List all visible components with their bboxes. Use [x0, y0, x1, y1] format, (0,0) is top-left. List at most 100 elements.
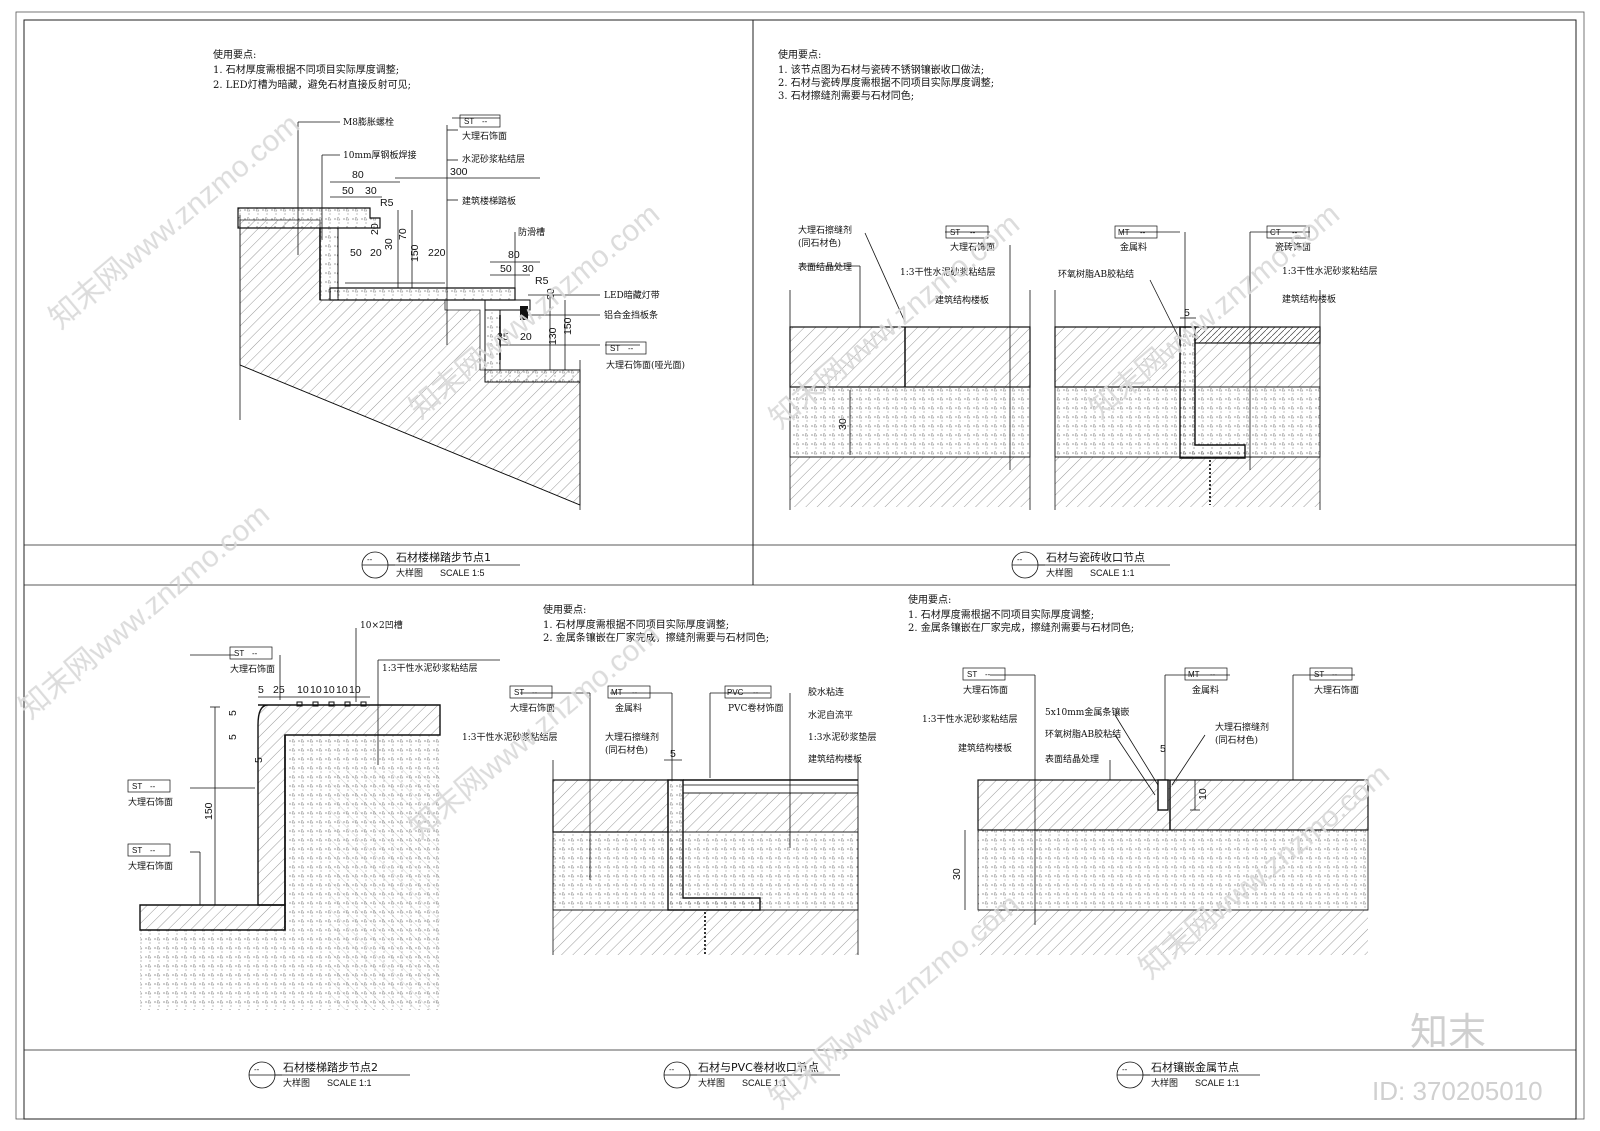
p5-label-joint2: (同石材色): [1215, 734, 1258, 746]
p3-tag-st: ST: [234, 649, 244, 658]
p1-notes-title: 使用要点:: [213, 48, 256, 61]
p5-title: 石材镶嵌金属节点: [1151, 1060, 1239, 1074]
p3-title: 石材楼梯踏步节点2: [283, 1060, 378, 1074]
watermark-5: 知末网www.znzmo.com: [13, 498, 276, 726]
p1-note-1: 1. 石材厚度需根据不同项目实际厚度调整;: [213, 63, 399, 76]
p5-note-2: 2. 金属条镶嵌在厂家完成，擦缝剂需要与石材同色;: [908, 621, 1134, 634]
p1-dim-220: 220: [428, 247, 446, 259]
p2-label-mortar2: 1:3干性水泥砂浆粘结层: [1282, 265, 1378, 277]
p1-dim-150b: 150: [562, 317, 574, 335]
p4-tag-mt: MT: [611, 688, 623, 697]
p1-label-led: LED暗藏灯带: [604, 289, 660, 301]
panel-stair-step-2: ST -- ST -- ST -- 10×2凹槽 大理石饰面 1:3干性水泥砂浆…: [127, 619, 500, 1089]
p4-label-level: 水泥自流平: [808, 709, 853, 721]
p2-title: 石材与瓷砖收口节点: [1046, 550, 1145, 564]
p3-label-stone3: 大理石饰面: [128, 860, 173, 872]
p3-dim-10e: 10: [349, 684, 361, 696]
p4-note-1: 1. 石材厚度需根据不同项目实际厚度调整;: [543, 618, 729, 631]
p1-dim-20d: 20: [520, 331, 532, 343]
p4-dim-5: 5: [670, 748, 676, 760]
p5-label-surface: 表面结晶处理: [1045, 753, 1099, 765]
p4-label-joint2: (同石材色): [605, 744, 648, 756]
p2-label-epoxy: 环氧树脂AB胶粘结: [1058, 268, 1134, 280]
p5-label-joint: 大理石擦缝剂: [1215, 721, 1269, 733]
p2-label-stone: 大理石饰面: [950, 241, 995, 253]
p5-num: --: [1122, 1065, 1128, 1074]
p2-note-1: 1. 该节点图为石材与瓷砖不锈钢镶嵌收口做法;: [778, 63, 984, 76]
p3-dim-5b: 5: [227, 710, 239, 716]
p2-note-3: 3. 石材擦缝剂需要与石材同色;: [778, 89, 914, 102]
p3-dim-5c: 5: [227, 734, 239, 740]
p4-label-joint: 大理石擦缝剂: [605, 731, 659, 743]
p1-label-alu: 铝合金挡板条: [604, 309, 658, 321]
p3-label-mortar: 1:3干性水泥砂浆粘结层: [382, 662, 478, 674]
p5-label-mortar: 1:3干性水泥砂浆粘结层: [922, 713, 1018, 725]
p2-label-tile: 瓷砖饰面: [1275, 241, 1311, 253]
inner-border: [23, 19, 1577, 1120]
panel-stone-metal-inlay: 使用要点: 1. 石材厚度需根据不同项目实际厚度调整; 2. 金属条镶嵌在厂家完…: [908, 593, 1369, 1089]
p1-dim-30b: 30: [383, 238, 395, 250]
p2-label-metal: 金属料: [1120, 241, 1147, 253]
p1-dim-70: 70: [397, 228, 409, 240]
p1-scale: SCALE 1:5: [440, 568, 485, 578]
p5-notes-title: 使用要点:: [908, 593, 951, 606]
p1-dim-r5b: R5: [535, 275, 549, 287]
p3-subtitle: 大样图: [283, 1077, 310, 1088]
p2-tag-ct-dash: --: [1292, 228, 1298, 237]
p1-dim-50b: 50: [350, 247, 362, 259]
p5-tag-mt: MT: [1188, 670, 1200, 679]
p1-dim-30: 30: [365, 185, 377, 197]
p3-dim-10b: 10: [310, 684, 322, 696]
p5-label-metal: 金属料: [1192, 684, 1219, 696]
p1-dim-150: 150: [409, 244, 421, 262]
p4-label-slab: 建筑结构楼板: [808, 753, 862, 765]
p2-label-slab: 建筑结构楼板: [935, 294, 989, 306]
p1-label-stone: 大理石饰面: [462, 130, 507, 142]
p1-num: --: [367, 555, 373, 564]
p3-dim-10c: 10: [323, 684, 335, 696]
p5-label-stone: 大理石饰面: [963, 684, 1008, 696]
p1-tag-st: ST: [464, 117, 474, 126]
p5-label-stone2: 大理石饰面: [1314, 684, 1359, 696]
p2-tag-st: ST: [950, 228, 960, 237]
p1-dim-20c: 20: [545, 288, 557, 300]
p5-dim-10: 10: [1197, 788, 1209, 800]
p1-dim-35: 35: [497, 331, 509, 343]
p1-note-2: 2. LED灯槽为暗藏，避免石材直接反射可见;: [213, 78, 411, 91]
p1-dim-30c: 30: [522, 263, 534, 275]
p4-num: --: [669, 1065, 675, 1074]
p1-dim-50c: 50: [500, 263, 512, 275]
p1-label-mortar: 水泥砂浆粘结层: [462, 153, 525, 165]
p3-dim-25: 25: [273, 684, 285, 696]
p5-label-strip: 5x10mm金属条镶嵌: [1045, 706, 1129, 718]
p3-label-stone: 大理石饰面: [230, 663, 275, 675]
p4-tag-st-dash: --: [532, 688, 538, 697]
p1-subtitle: 大样图: [396, 567, 423, 578]
p4-tag-st: ST: [514, 688, 524, 697]
panel-stone-tile-edge: 使用要点: 1. 该节点图为石材与瓷砖不锈钢镶嵌收口做法; 2. 石材与瓷砖厚度…: [778, 48, 1378, 579]
p1-label-tread: 建筑楼梯踏板: [462, 195, 516, 207]
p2-label-joint2: (同石材色): [798, 237, 841, 249]
p4-subtitle: 大样图: [698, 1077, 725, 1088]
p3-label-stone2: 大理石饰面: [128, 796, 173, 808]
p4-notes-title: 使用要点:: [543, 603, 586, 616]
p1-dim-50: 50: [342, 185, 354, 197]
p1-dim-r5: R5: [380, 197, 394, 209]
p3-dim-10a: 10: [297, 684, 309, 696]
p4-label-stone: 大理石饰面: [510, 702, 555, 714]
p1-dim-20: 20: [369, 223, 381, 235]
p5-dim-5: 5: [1160, 743, 1166, 755]
p5-tag-st2: ST: [1314, 670, 1324, 679]
p2-tag-ct: CT: [1270, 228, 1281, 237]
p1-label-plate: 10mm厚钢板焊接: [343, 149, 417, 161]
p1-dim-130: 130: [547, 327, 559, 345]
p2-tag-st-dash: --: [970, 228, 976, 237]
p2-subtitle: 大样图: [1046, 567, 1073, 578]
p5-tag-st: ST: [967, 670, 977, 679]
p3-tag-dash2: --: [150, 782, 156, 791]
p3-label-groove: 10×2凹槽: [360, 619, 403, 631]
p2-tag-mt: MT: [1118, 228, 1130, 237]
p2-scale: SCALE 1:1: [1090, 568, 1135, 578]
p2-label-joint: 大理石擦缝剂: [798, 224, 852, 236]
p5-tag-mt-dash: --: [1210, 670, 1216, 679]
